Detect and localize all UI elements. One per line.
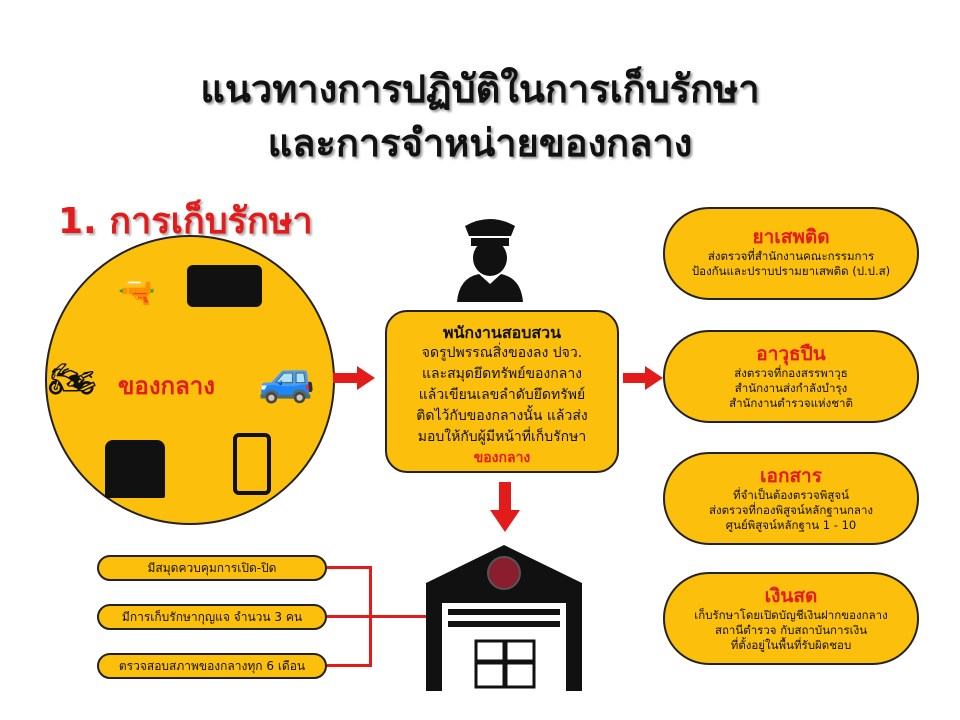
category-firearms: อาวุธปืน ส่งตรวจที่กองสรรพาวุธ สำนักงานส…: [663, 330, 919, 423]
category-title: ยาเสพติด: [752, 226, 830, 248]
category-line: ส่งตรวจที่กองพิสูจน์หลักฐานกลาง: [708, 503, 874, 517]
investigator-line: จดรูปพรรณสิ่งของลง ปจว.: [421, 345, 583, 361]
investigator-line: ติดไว้กับของกลางนั้น แล้วส่ง: [416, 408, 588, 424]
category-title: เงินสด: [764, 585, 818, 607]
category-title: อาวุธปืน: [756, 343, 826, 365]
medicine-bottle-icon: [233, 433, 271, 495]
category-drugs: ยาเสพติด ส่งตรวจที่สำนักงานคณะกรรมการ ป้…: [663, 207, 919, 300]
police-officer-icon: [457, 219, 523, 302]
category-line: เก็บรักษาโดยเปิดบัญชีเงินฝากของกลาง: [694, 608, 888, 622]
category-line: ที่จำเป็นต้องตรวจพิสูจน์: [733, 488, 849, 502]
category-title: เอกสาร: [760, 465, 822, 487]
connector-line: [369, 566, 372, 667]
investigator-line: แล้วเขียนเลขลำดับยึดทรัพย์: [418, 387, 586, 403]
van-icon: [187, 265, 262, 307]
category-line: สำนักงานตำรวจแห่งชาติ: [729, 396, 853, 410]
category-line: สถานีตำรวจ กับสถาบันการเงิน: [714, 623, 868, 637]
motorcycle-icon: 🏍: [48, 357, 97, 401]
investigator-footer: ของกลาง: [473, 450, 531, 466]
connector-line: [327, 566, 371, 569]
investigator-heading: พนักงานสอบสวน: [442, 323, 562, 342]
storage-rule: ตรวจสอบสภาพของกลางทุก 6 เดือน: [97, 653, 327, 679]
category-line: ที่ตั้งอยู่ในพื้นที่รับผิดชอบ: [730, 638, 852, 652]
category-documents: เอกสาร ที่จำเป็นต้องตรวจพิสูจน์ ส่งตรวจท…: [663, 452, 919, 545]
arrow-right-icon: [623, 366, 663, 390]
category-cash: เงินสด เก็บรักษาโดยเปิดบัญชีเงินฝากของกล…: [663, 572, 919, 665]
circle-label: ของกลาง: [118, 372, 215, 400]
arrow-right-icon: [333, 366, 375, 390]
investigator-box: พนักงานสอบสวน จดรูปพรรณสิ่งของลง ปจว. แล…: [385, 310, 619, 473]
investigator-line: และสมุดยึดทรัพย์ของกลาง: [421, 366, 583, 382]
connector-line: [327, 615, 429, 618]
category-line: ส่งตรวจที่กองสรรพาวุธ: [734, 366, 848, 380]
category-line: ศูนย์พิสูจน์หลักฐาน 1 - 10: [725, 518, 857, 532]
connector-line: [327, 664, 371, 667]
category-line: ป้องกันและปราบปรามยาเสพติด (ป.ป.ส): [691, 264, 891, 278]
treasure-chest-icon: [105, 440, 165, 498]
category-line: สำนักงานส่งกำลังบำรุง: [734, 381, 848, 395]
title-line-2: และการจำหน่ายของกลาง: [267, 121, 693, 165]
investigator-line: มอบให้กับผู้มีหน้าที่เก็บรักษา: [417, 429, 587, 445]
warehouse-icon: [426, 545, 582, 691]
category-line: ส่งตรวจที่สำนักงานคณะกรรมการ: [707, 249, 875, 263]
storage-rule: มีสมุดควบคุมการเปิด-ปิด: [97, 555, 327, 581]
arrow-down-icon: [490, 482, 520, 532]
storage-rule: มีการเก็บรักษากุญแจ จำนวน 3 คน: [97, 604, 327, 630]
title-line-1: แนวทางการปฏิบัติในการเก็บรักษา: [200, 67, 760, 111]
monster-truck-icon: 🚙: [258, 351, 316, 405]
gun-icon: 🔫: [118, 275, 156, 310]
